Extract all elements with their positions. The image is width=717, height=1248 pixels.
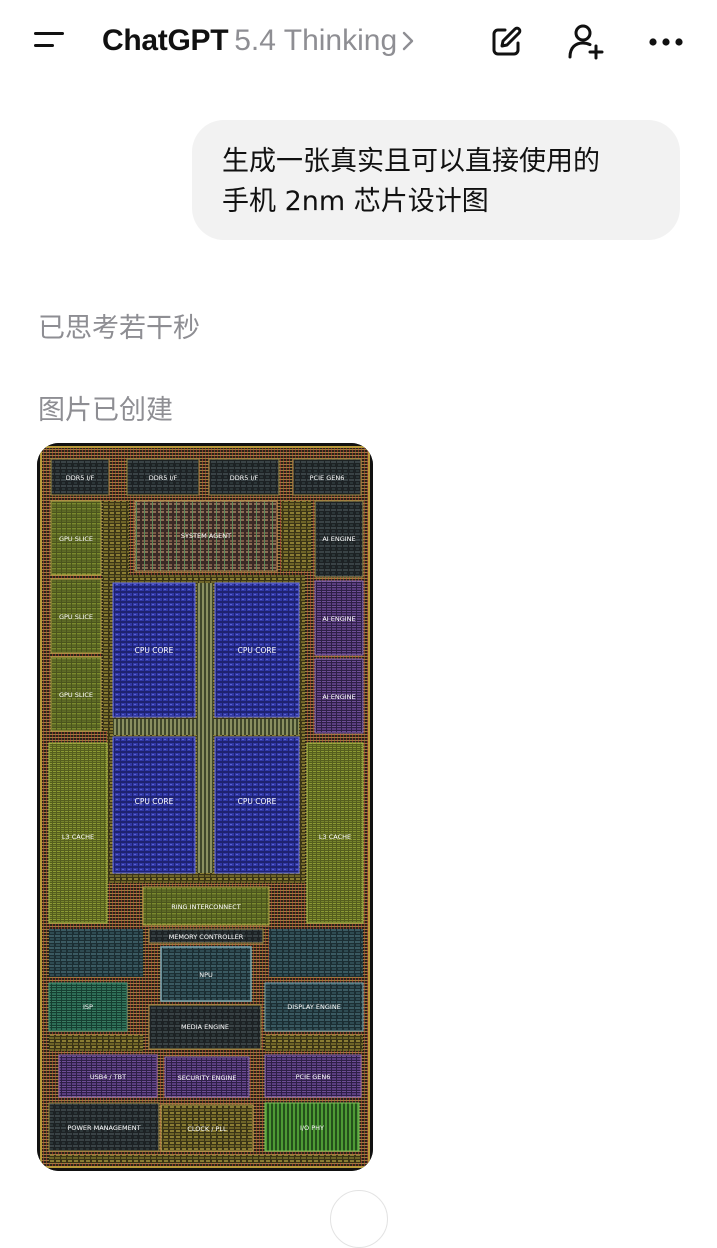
menu-icon[interactable] — [30, 24, 70, 58]
system-agent-label: SYSTEM AGENT — [181, 532, 231, 540]
ai-engine-block — [314, 658, 364, 734]
display-engine-label: DISPLAY ENGINE — [287, 1003, 341, 1011]
thinking-status[interactable]: 已思考若干秒 — [38, 313, 200, 344]
ai-engine-label: AI ENGINE — [322, 693, 355, 701]
model-name: 5.4 Thinking — [234, 24, 398, 57]
cpu-spine — [113, 719, 299, 735]
isp-label: ISP — [83, 1003, 93, 1011]
io-phy-label: I/O PHY — [300, 1124, 324, 1132]
cpu-core-label: CPU CORE — [135, 646, 174, 655]
user-message-line: 手机 2nm 芯片设计图 — [222, 186, 489, 217]
pad-ring — [49, 1155, 361, 1163]
ai-engine-label: AI ENGINE — [322, 615, 355, 623]
ai-engine-label: AI ENGINE — [322, 535, 355, 543]
gpu-slice-label: GPU SLICE — [59, 613, 93, 621]
periphery-logic — [265, 1035, 363, 1051]
ddr5-interface-label: DDR5 I/F — [149, 474, 178, 482]
ai-engine-block — [314, 500, 364, 578]
gpu-slice-label: GPU SLICE — [59, 535, 93, 543]
scroll-down-button[interactable] — [330, 1190, 388, 1248]
ddr5-interface-block — [208, 458, 280, 496]
cpu-core-label: CPU CORE — [238, 797, 277, 806]
top-bar: ChatGPT 5.4 Thinking — [0, 0, 717, 82]
more-icon[interactable] — [644, 20, 688, 64]
io-phy-block — [264, 1102, 360, 1152]
periphery-logic — [269, 929, 363, 977]
clock-pll-block — [160, 1104, 254, 1152]
security-engine-label: SECURITY ENGINE — [178, 1074, 237, 1082]
model-selector[interactable]: ChatGPT 5.4 Thinking — [102, 20, 415, 62]
generated-chip-image[interactable]: DDR5 I/F DDR5 I/F DDR5 I/F PCIE GEN6 GPU… — [37, 443, 373, 1171]
die-seal-ring — [40, 446, 370, 1168]
user-message-line: 生成一张真实且可以直接使用的 — [222, 146, 600, 177]
ring-interconnect-label: RING INTERCONNECT — [171, 903, 240, 911]
l3-cache-label: L3 CACHE — [319, 833, 351, 841]
display-engine-block — [264, 982, 364, 1032]
gpu-slice-block — [50, 578, 102, 654]
media-engine-block — [148, 1004, 262, 1050]
memory-controller-block — [148, 928, 264, 944]
ddr5-interface-block — [126, 458, 200, 496]
gpu-slice-block — [50, 500, 102, 576]
ring-interconnect-block — [142, 886, 270, 926]
security-engine-block — [164, 1056, 250, 1098]
user-message-bubble: 生成一张真实且可以直接使用的 手机 2nm 芯片设计图 — [192, 120, 680, 240]
gpu-slice-label: GPU SLICE — [59, 691, 93, 699]
edit-icon[interactable] — [484, 20, 528, 64]
cpu-core-label: CPU CORE — [135, 797, 174, 806]
l3-cache-block — [306, 742, 364, 924]
media-engine-label: MEDIA ENGINE — [181, 1023, 229, 1031]
chevron-right-icon — [401, 30, 415, 52]
image-created-status: 图片已创建 — [38, 395, 173, 426]
cpu-core-block — [214, 582, 300, 718]
l3-cache-label: L3 CACHE — [62, 833, 94, 841]
cpu-core-label: CPU CORE — [238, 646, 277, 655]
usb4-tbt-block — [58, 1054, 158, 1098]
app-name: ChatGPT — [102, 24, 229, 57]
periphery-logic — [49, 1035, 143, 1051]
pcie-gen6-block — [292, 458, 362, 496]
cpu-core-block — [214, 736, 300, 874]
system-agent-block — [134, 500, 278, 572]
power-management-label: POWER MANAGEMENT — [67, 1124, 140, 1132]
npu-block — [160, 946, 252, 1002]
pcie-gen6-label: PCIE GEN6 — [296, 1073, 331, 1081]
gpu-slice-block — [50, 656, 102, 732]
memory-controller-label: MEMORY CONTROLLER — [169, 933, 244, 941]
cpu-core-block — [112, 582, 196, 718]
chip-die-diagram: DDR5 I/F DDR5 I/F DDR5 I/F PCIE GEN6 GPU… — [37, 443, 373, 1171]
npu-label: NPU — [199, 971, 213, 979]
power-management-block — [48, 1102, 160, 1152]
pcie-gen6-block — [264, 1054, 362, 1098]
uncore-logic — [281, 501, 311, 571]
cpu-core-block — [112, 736, 196, 874]
periphery-logic — [49, 929, 143, 977]
ddr5-interface-label: DDR5 I/F — [230, 474, 259, 482]
clock-pll-label: CLOCK / PLL — [187, 1125, 227, 1133]
pcie-gen6-label: PCIE GEN6 — [310, 474, 345, 482]
ddr5-interface-label: DDR5 I/F — [66, 474, 95, 482]
usb4-tbt-label: USB4 / TBT — [90, 1073, 126, 1081]
l3-cache-block — [48, 742, 108, 924]
isp-block — [48, 982, 128, 1032]
add-user-icon[interactable] — [564, 20, 608, 64]
ai-engine-block — [314, 580, 364, 656]
ddr5-interface-block — [50, 458, 110, 496]
